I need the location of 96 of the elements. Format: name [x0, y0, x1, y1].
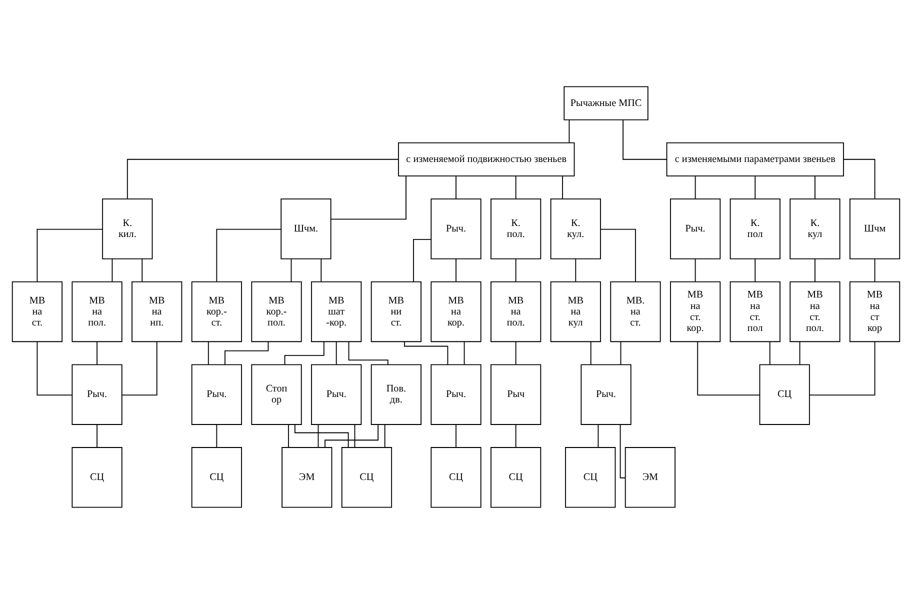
node-box: К. кил.: [102, 198, 153, 259]
node-box: Пов. дв.: [370, 364, 422, 424]
node-box: МВ. на ст.: [610, 280, 661, 342]
connector: [348, 340, 388, 365]
node-box: МВ ни ст.: [370, 280, 422, 342]
connector: [290, 258, 292, 282]
node-box: К. пол.: [490, 198, 542, 259]
connector: [562, 175, 563, 199]
connector: [515, 258, 516, 282]
node-box: с изменяемой подвижностью звеньев: [398, 142, 575, 176]
node-box: МВ кор.- пол.: [251, 280, 302, 342]
node-box: Рыч.: [670, 198, 721, 259]
connector: [814, 175, 816, 199]
connector: [843, 158, 876, 199]
node-box: СЦ: [759, 364, 810, 424]
connector: [754, 175, 756, 199]
connector: [413, 238, 432, 282]
node-box: СЦ: [430, 446, 482, 508]
connector: [354, 424, 356, 448]
node-box: МВ на кул: [550, 280, 601, 342]
connector: [694, 175, 696, 199]
node-box: Стоп ор: [251, 364, 302, 424]
node-box: Рыч.: [430, 364, 482, 424]
connector: [622, 119, 668, 160]
connector: [284, 340, 324, 364]
connector: [318, 424, 319, 448]
node-box: Рыч.: [191, 364, 242, 424]
node-box: МВ на ст. пол: [730, 280, 780, 342]
connector: [288, 424, 289, 448]
connector: [598, 424, 599, 448]
connector: [122, 340, 158, 395]
node-box: К. кул: [790, 198, 840, 259]
node-box: Рыч.: [311, 364, 362, 424]
node-box: Рыч: [490, 364, 542, 424]
connector: [336, 340, 337, 365]
connector: [112, 258, 113, 282]
node-box: СЦ: [72, 446, 122, 508]
node-box: Рычажные МПС: [564, 86, 648, 120]
connector: [294, 424, 349, 448]
connector: [216, 424, 218, 448]
connector: [515, 175, 516, 199]
connector: [142, 258, 143, 282]
node-box: К. пол: [730, 198, 780, 259]
node-box: ЭМ: [624, 446, 676, 508]
node-box: СЦ: [341, 446, 392, 508]
node-box: МВ на пол.: [490, 280, 542, 342]
node-box: Рыч.: [430, 198, 482, 259]
node-box: Рыч.: [580, 364, 632, 424]
connector: [464, 340, 465, 365]
node-box: МВ шат -кор.: [311, 280, 362, 342]
connector: [575, 258, 576, 282]
node-box: МВ на нп.: [132, 280, 182, 342]
connector: [515, 340, 516, 365]
connector: [799, 340, 800, 365]
connector: [600, 228, 636, 282]
connector: [814, 258, 816, 282]
node-box: Шчм: [849, 198, 900, 259]
connector: [324, 424, 379, 448]
connector: [620, 424, 626, 478]
connector: [216, 228, 282, 282]
connector: [36, 228, 103, 282]
node-box: МВ на пол.: [72, 280, 122, 342]
node-box: СЦ: [565, 446, 616, 508]
connector: [126, 158, 399, 199]
connector: [754, 258, 756, 282]
connector: [769, 340, 770, 365]
node-box: МВ на ст. кор.: [670, 280, 721, 342]
node-box: ЭМ: [282, 446, 332, 508]
connector: [515, 424, 516, 448]
node-box: Рыч.: [72, 364, 122, 424]
connector: [697, 340, 760, 395]
connector: [694, 258, 696, 282]
connector: [320, 258, 322, 282]
node-box: с изменяемыми параметрами звеньев: [666, 142, 844, 176]
node-box: МВ на ст. пол.: [790, 280, 840, 342]
connector: [590, 340, 592, 365]
connector: [384, 424, 386, 448]
node-box: МВ на ст.: [12, 280, 63, 342]
connector: [809, 340, 876, 395]
node-box: МВ кор.- ст.: [191, 280, 242, 342]
connector: [36, 340, 72, 395]
connector: [208, 340, 209, 365]
node-box: СЦ: [191, 446, 242, 508]
connector: [224, 340, 269, 364]
connector: [620, 340, 622, 365]
connector: [404, 340, 448, 364]
connector: [96, 340, 98, 365]
node-box: Шчм.: [280, 198, 332, 259]
connector: [568, 119, 570, 143]
connector: [330, 175, 406, 220]
connector: [96, 424, 98, 448]
node-box: МВ на кор.: [430, 280, 482, 342]
node-box: МВ на ст кор: [849, 280, 900, 342]
connector: [874, 258, 876, 282]
node-box: К. кул.: [550, 198, 601, 259]
node-box: СЦ: [490, 446, 542, 508]
